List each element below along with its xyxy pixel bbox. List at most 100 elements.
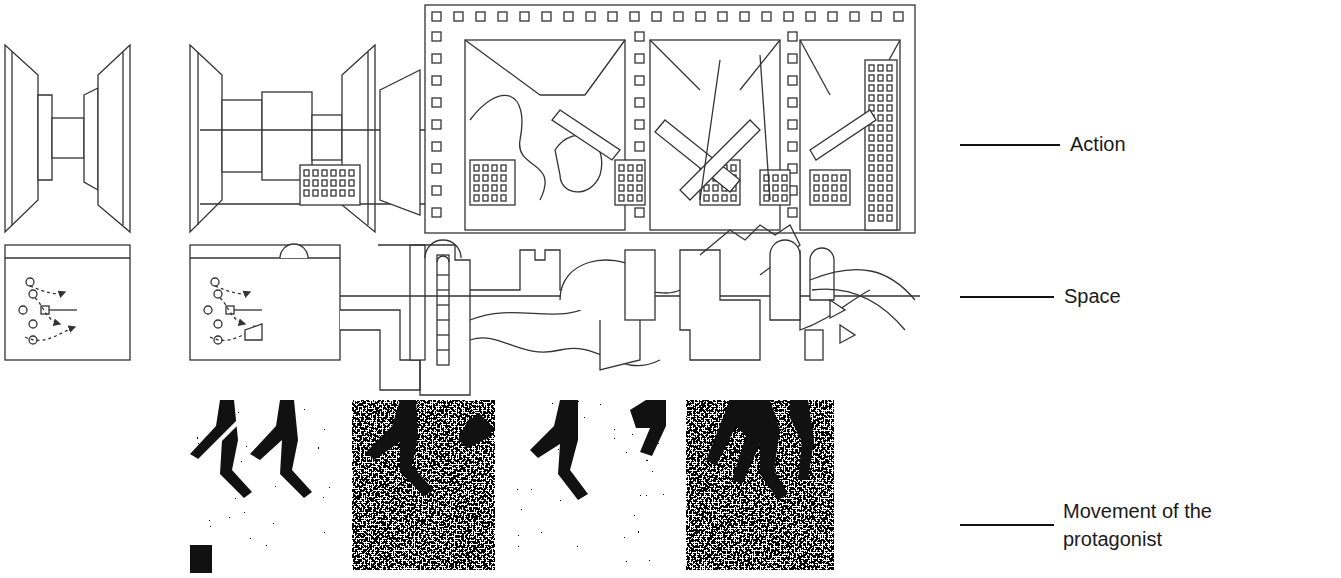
window (887, 145, 892, 151)
window (814, 195, 819, 201)
window (731, 165, 736, 171)
window (637, 185, 642, 191)
window (304, 190, 309, 196)
window (878, 145, 883, 151)
window (731, 195, 736, 201)
sprocket-hole (806, 12, 815, 21)
window (869, 185, 874, 191)
play-arrow (30, 286, 65, 294)
window (887, 125, 892, 131)
window (713, 195, 718, 201)
window (887, 135, 892, 141)
window (764, 195, 769, 201)
player-circle (214, 320, 222, 328)
sprocket-hole (872, 12, 881, 21)
window (483, 195, 488, 201)
window (869, 165, 874, 171)
window (878, 65, 883, 71)
window (878, 175, 883, 181)
sprocket-hole (788, 76, 797, 85)
window (869, 75, 874, 81)
window (313, 190, 318, 196)
window (501, 175, 506, 181)
window (782, 175, 787, 181)
sprocket-hole (635, 142, 644, 151)
window (832, 195, 837, 201)
window (878, 165, 883, 171)
sprocket-hole (635, 54, 644, 63)
runner-legs (250, 400, 312, 498)
window (887, 85, 892, 91)
window (501, 195, 506, 201)
window (887, 215, 892, 221)
window (878, 205, 883, 211)
window (841, 195, 846, 201)
sprocket-hole (608, 12, 617, 21)
building (300, 165, 360, 205)
window (869, 95, 874, 101)
window (832, 175, 837, 181)
runner-legs (530, 400, 588, 500)
window (814, 185, 819, 191)
window (878, 155, 883, 161)
window (841, 185, 846, 191)
window (878, 215, 883, 221)
window (304, 170, 309, 176)
window (832, 185, 837, 191)
window (869, 85, 874, 91)
window (878, 105, 883, 111)
sprocket-hole (788, 208, 797, 217)
player-circle (214, 290, 222, 298)
runner-legs (0, 0, 1, 1)
window (713, 185, 718, 191)
sprocket-hole (788, 32, 797, 41)
window (887, 195, 892, 201)
play-arrow (25, 327, 75, 340)
player-circle (29, 290, 37, 298)
play-line (234, 309, 262, 310)
window (869, 65, 874, 71)
runner-legs (366, 400, 434, 496)
window (501, 165, 506, 171)
row-label: Action (1070, 130, 1270, 158)
window (773, 195, 778, 201)
window (878, 125, 883, 131)
space-drawing (5, 225, 920, 395)
window (869, 145, 874, 151)
window (619, 195, 624, 201)
sprocket-hole (454, 12, 463, 21)
sprocket-hole (432, 54, 441, 63)
window (704, 195, 709, 201)
player-circle (26, 278, 34, 286)
window (322, 170, 327, 176)
sprocket-hole (652, 12, 661, 21)
window (823, 175, 828, 181)
window (722, 195, 727, 201)
sprocket-hole (696, 12, 705, 21)
window (878, 95, 883, 101)
player-circle (29, 320, 37, 328)
window (782, 185, 787, 191)
runner-legs (790, 400, 814, 480)
window (823, 195, 828, 201)
window (501, 185, 506, 191)
window (814, 175, 819, 181)
building (760, 170, 790, 205)
window (887, 95, 892, 101)
sprocket-hole (635, 208, 644, 217)
sprocket-hole (788, 120, 797, 129)
window (304, 180, 309, 186)
window (313, 180, 318, 186)
sprocket-hole (432, 120, 441, 129)
sprocket-hole (784, 12, 793, 21)
window (349, 180, 354, 186)
protagonist-photos (0, 0, 834, 573)
runner-legs (706, 400, 788, 500)
window (869, 195, 874, 201)
window (887, 155, 892, 161)
window (349, 190, 354, 196)
sprocket-hole (520, 12, 529, 21)
sprocket-hole (740, 12, 749, 21)
window (887, 205, 892, 211)
play-line (49, 309, 77, 310)
